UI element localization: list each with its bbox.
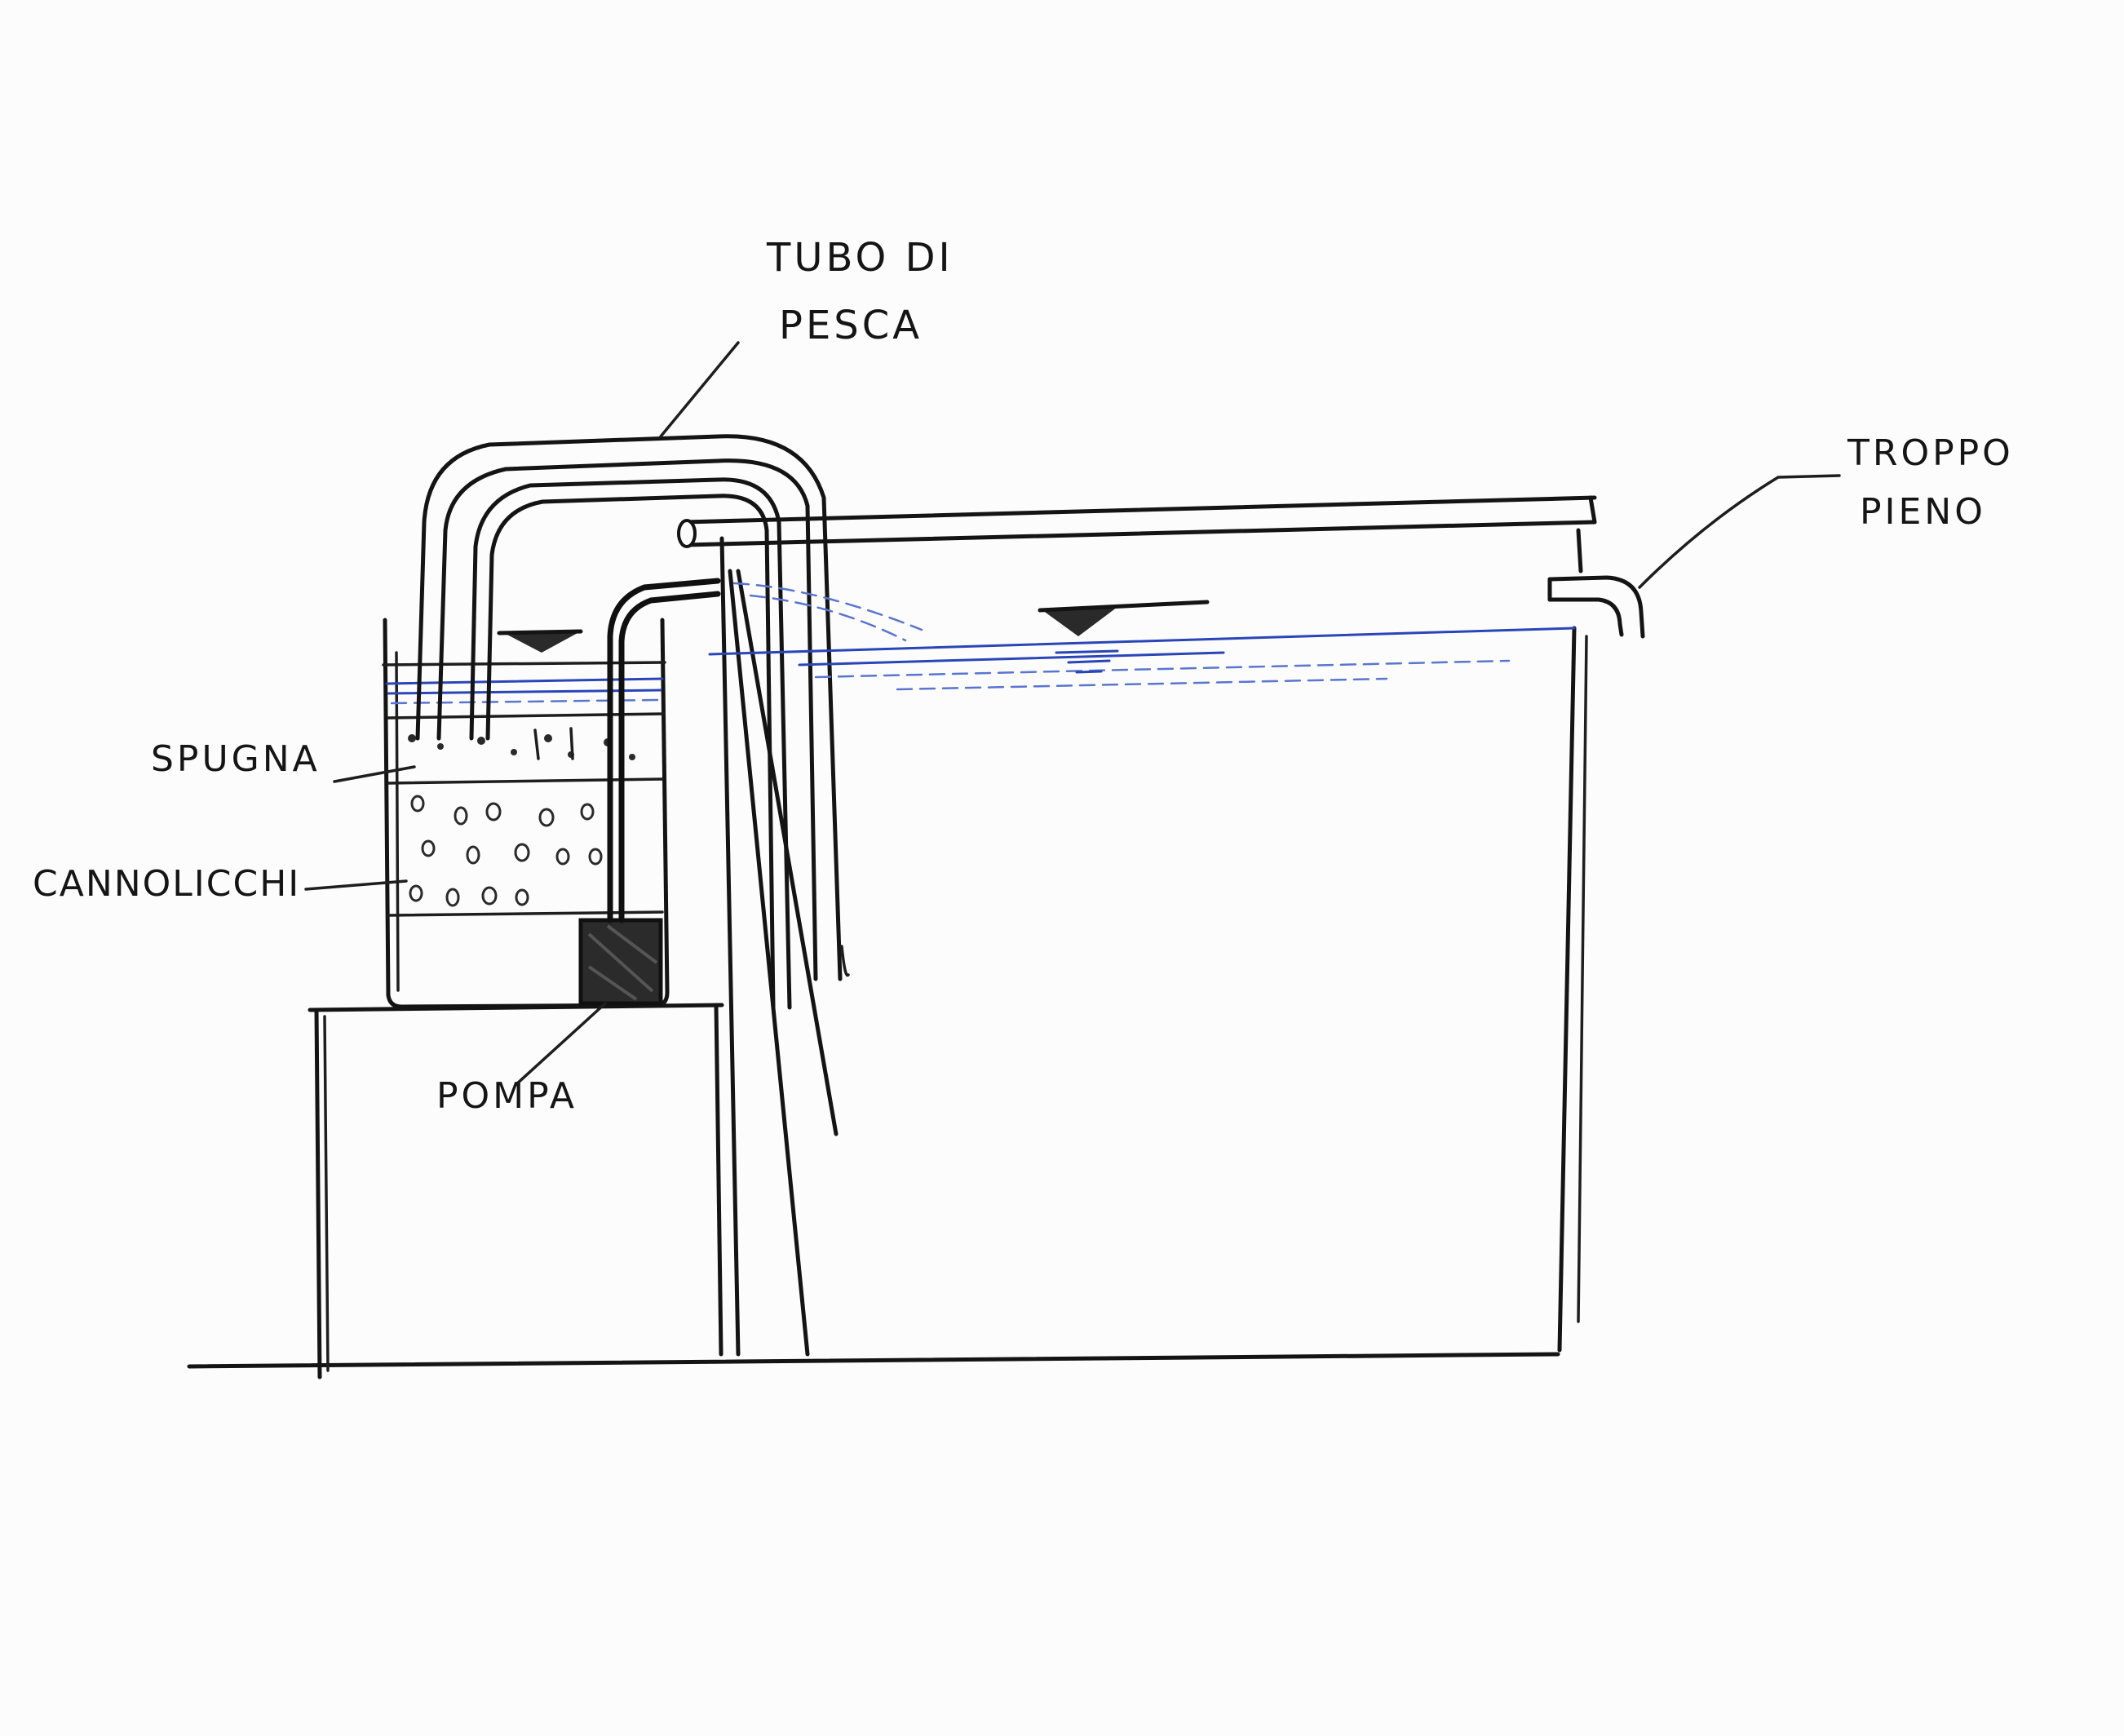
leader-tubo [659,341,740,438]
ceramic-rings-layer [409,795,603,907]
leader-troppo [1638,474,1841,589]
label-spugna: SPUGNA [151,738,321,780]
label-troppo-line2: PIENO [1860,491,1986,533]
aquarium-tank [677,495,1597,1357]
filter-water-level [385,629,664,705]
label-pompa: POMPA [436,1075,577,1117]
leader-spugna [333,765,416,783]
leader-cannolicchi [304,879,408,891]
sponge-layer [408,727,635,760]
pump-delivery-pipe [607,578,721,923]
siphon-tube-inner [469,477,792,1010]
label-tubo-line1: TUBO DI [766,235,954,281]
pump-delivery-pipe-inner [618,591,721,923]
label-cannolicchi: CANNOLICCHI [33,863,300,905]
overflow-spout [1547,528,1645,639]
tank-water-level [708,582,1576,691]
leader-pompa [514,1002,607,1087]
siphon-tube-outer [415,434,850,981]
label-troppo-line1: TROPPO [1847,432,2014,474]
filter-box [382,618,670,1009]
filter-stand [308,1003,724,1380]
label-tubo-line2: PESCA [779,303,923,348]
pump-block [578,918,663,1006]
ground-line [187,1352,1560,1369]
